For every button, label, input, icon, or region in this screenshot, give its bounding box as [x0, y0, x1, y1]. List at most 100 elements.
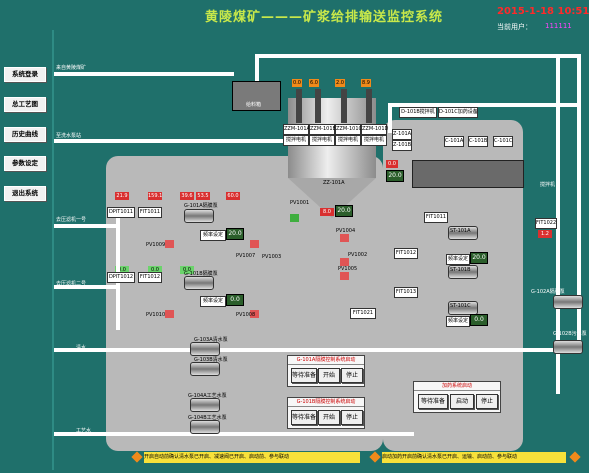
feed-tank-label: 给料箱: [246, 102, 262, 108]
sewage-pump[interactable]: [553, 340, 583, 354]
page-title: 黄陵煤矿———矿浆给排输送监控系统: [205, 10, 444, 25]
silo-level-red: 8.0: [320, 208, 334, 216]
start-button[interactable]: 开始: [318, 410, 340, 425]
equipment-tag: C-101B: [468, 136, 488, 147]
pump-label: G-104B工艺水泵: [188, 415, 227, 421]
motor-tag: 搅拌电机: [361, 135, 387, 146]
diaphragm-pump-a[interactable]: [184, 209, 214, 223]
freq-display[interactable]: 20.0: [226, 228, 244, 240]
pump-label: G-104A工艺水泵: [188, 393, 227, 399]
control-panel-g101a: G-101A隔膜控制系统启动 等待准备 开始 停止: [287, 355, 365, 387]
dosing-tank: [412, 160, 524, 188]
valve-label: PV1008: [236, 312, 256, 318]
valve-icon[interactable]: [290, 214, 299, 222]
start-button[interactable]: 开始: [318, 368, 340, 383]
clear-water-pump-b[interactable]: [190, 362, 220, 376]
valve-label: PV1009: [146, 242, 166, 248]
freq-mode: 频率设定: [446, 316, 470, 327]
clear-water-pump-a[interactable]: [190, 342, 220, 356]
equipment-tag: D-101C加药设备: [438, 107, 478, 118]
diaphragm-pump-b[interactable]: [184, 276, 214, 290]
meter-tag: ZZM-101A: [283, 124, 310, 135]
pump-label: ST-101C: [450, 303, 471, 309]
tank-level-display: 20.0: [386, 170, 404, 182]
current-user-label: 当前用户：: [497, 23, 532, 31]
agitator-shaft: [366, 89, 372, 123]
pump-label: ST-101B: [450, 267, 471, 273]
valve-icon[interactable]: [340, 258, 349, 266]
wait-button[interactable]: 等待准备: [418, 394, 448, 409]
nav-process-button[interactable]: 总工艺图: [4, 97, 46, 112]
valve-icon[interactable]: [165, 310, 174, 318]
reading: 0.0: [148, 266, 162, 274]
diaphragm-pump-c[interactable]: [553, 295, 583, 309]
freq-display[interactable]: 20.0: [470, 252, 488, 264]
thickener-label: ZZ-101A: [323, 180, 345, 186]
nav-exit-button[interactable]: 退出系统: [4, 186, 46, 201]
control-panel-dosing: 加药系统启动 等待准备 启动 停止: [413, 381, 501, 413]
screw-pump-b[interactable]: [448, 265, 478, 279]
nav-history-button[interactable]: 历史曲线: [4, 127, 46, 142]
pump-label: G-103A清水泵: [194, 337, 228, 343]
meter-tag: ZZM-101D: [361, 124, 388, 135]
process-water-pump-b[interactable]: [190, 420, 220, 434]
wait-button[interactable]: 等待准备: [291, 410, 317, 425]
instrument-tag: FIT1013: [394, 287, 418, 298]
reading: 0.0: [115, 266, 129, 274]
valve-icon[interactable]: [340, 272, 349, 280]
pipe: [556, 54, 560, 394]
freq-mode: 频率设定: [200, 230, 226, 241]
control-title: G-101B隔膜控制系统启动: [288, 398, 364, 407]
feed-tank: [232, 81, 281, 111]
freq-mode: 频率设定: [200, 296, 226, 307]
valve-icon[interactable]: [250, 240, 259, 248]
screw-pump-a[interactable]: [448, 226, 478, 240]
stop-button[interactable]: 停止: [341, 410, 363, 425]
tank-level-red: 0.0: [386, 160, 398, 168]
wait-button[interactable]: 等待准备: [291, 368, 317, 383]
nav-login-button[interactable]: 系统登录: [4, 67, 46, 82]
nav-params-button[interactable]: 参数设定: [4, 156, 46, 171]
inlet-label: 去压滤机二号: [56, 281, 87, 287]
valve-icon[interactable]: [165, 240, 174, 248]
valve-label: PV1007: [236, 253, 256, 259]
start-button[interactable]: 启动: [450, 394, 474, 409]
pump-label: ST-101A: [450, 228, 471, 234]
freq-mode: 频率设定: [446, 254, 470, 265]
pipe: [388, 103, 392, 133]
pipe: [54, 139, 294, 143]
valve-label: PV1004: [336, 228, 356, 234]
valve-label: PV1002: [348, 252, 368, 258]
equipment-tag: D-101B搅拌机: [399, 107, 437, 118]
control-panel-g101b: G-101B隔膜控制系统启动 等待准备 开始 停止: [287, 397, 365, 429]
pipe: [54, 348, 554, 352]
motor-tag: 搅拌电机: [283, 135, 309, 146]
screw-pump-c[interactable]: [448, 301, 478, 315]
pump-label: G-102B污水泵: [553, 331, 587, 337]
inlet-label: 工艺水: [76, 428, 92, 434]
valve-icon[interactable]: [250, 310, 259, 318]
agitator-label: 搅拌机: [540, 182, 556, 188]
instrument-tag: FIT1021: [350, 308, 376, 319]
agitator-shaft: [315, 89, 321, 123]
instrument-tag: FIT1012: [394, 248, 418, 259]
freq-display[interactable]: 0.0: [470, 314, 488, 326]
freq-display[interactable]: 0.0: [226, 294, 244, 306]
instrument-tag: DPIT1011: [107, 207, 135, 218]
stop-button[interactable]: 停止: [341, 368, 363, 383]
stop-button[interactable]: 停止: [476, 394, 498, 409]
reading: 159.1: [148, 192, 163, 200]
instrument-tag: FIT1011: [424, 212, 448, 223]
footer-note-left: 开启自动前确认清水泵已开启、减速阀已开启、启动前、参与联动: [144, 452, 360, 463]
reading: 60.0: [226, 192, 240, 200]
silo-level-display: 20.0: [335, 205, 353, 217]
equipment-tag: Z-101A: [392, 129, 412, 140]
meter-tag: ZZM-101C: [335, 124, 362, 135]
equipment-tag: Z-101B: [392, 140, 412, 151]
reading: 1.2: [538, 230, 552, 238]
nav-divider: [52, 30, 54, 470]
valve-icon[interactable]: [340, 234, 349, 242]
process-water-pump-a[interactable]: [190, 398, 220, 412]
pump-label: G-103B清水泵: [194, 357, 228, 363]
reading: 39.6: [180, 192, 194, 200]
